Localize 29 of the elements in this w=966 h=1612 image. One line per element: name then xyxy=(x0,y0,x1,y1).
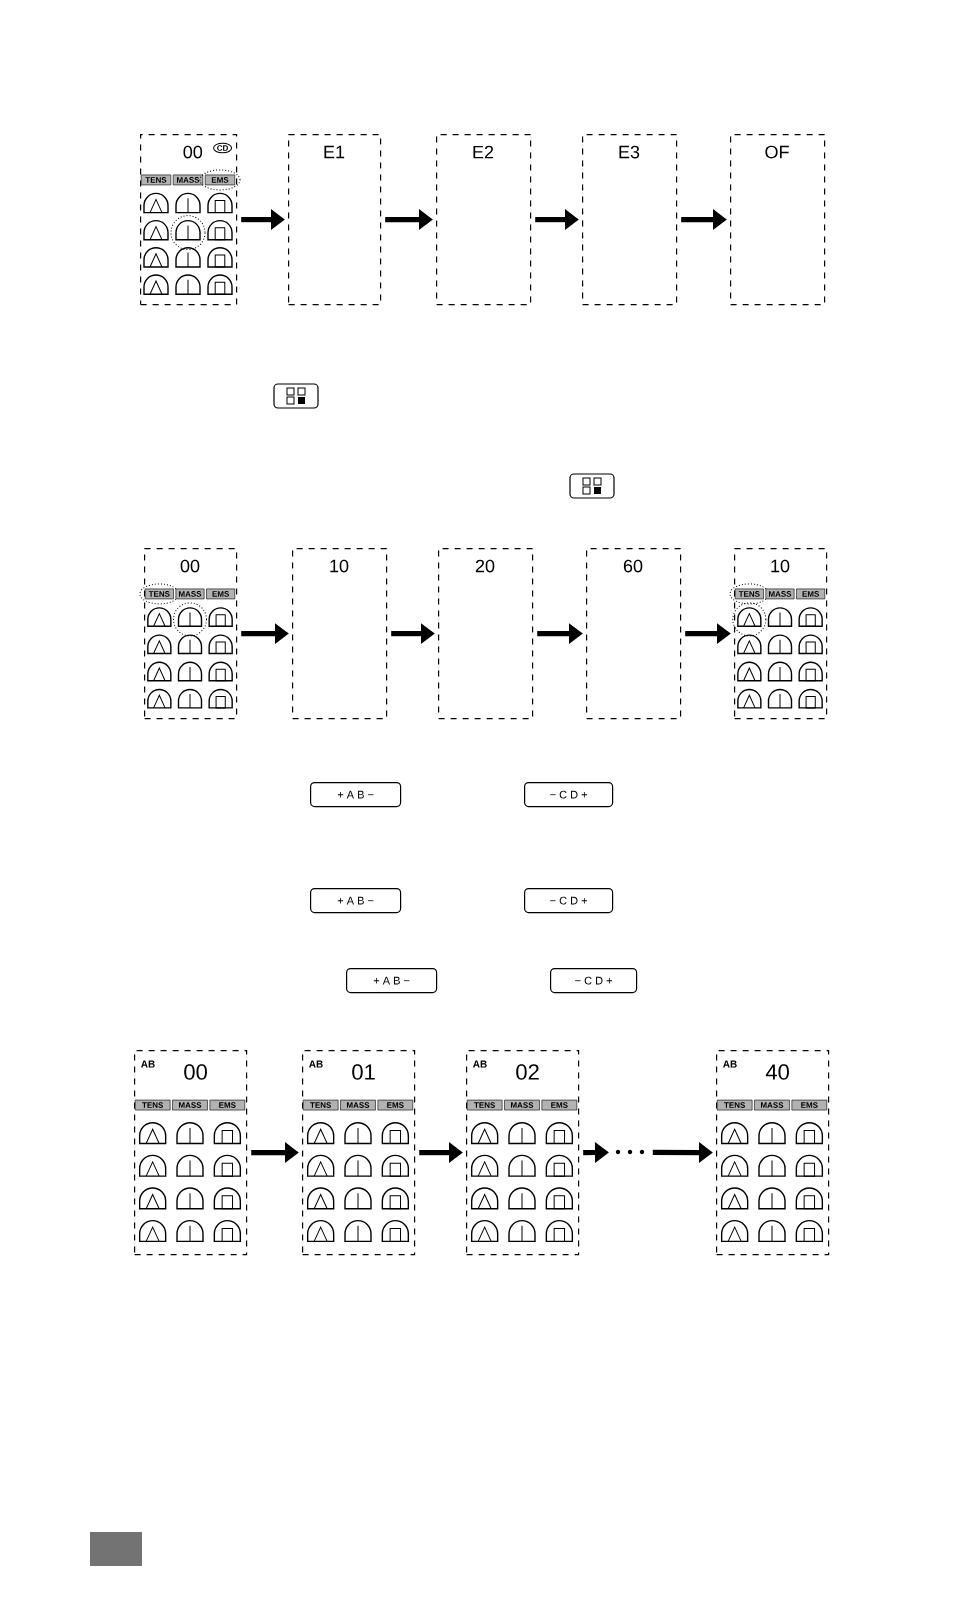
digit-readout: E2 xyxy=(473,145,494,159)
digit-readout: 40 xyxy=(765,1064,789,1080)
digit-readout: 02 xyxy=(516,1064,539,1080)
digit-readout: 20 xyxy=(475,559,495,573)
digit-readout: 00 xyxy=(184,1064,207,1080)
lcd-panel xyxy=(140,134,241,306)
ellipsis-dots xyxy=(615,1149,645,1155)
lcd-panel xyxy=(436,134,532,306)
lcd-panel xyxy=(134,1050,248,1256)
lcd-panel xyxy=(288,134,382,306)
digit-readout: 10 xyxy=(330,559,349,573)
digit-readout: 01 xyxy=(352,1064,375,1080)
digit-readout: OF xyxy=(765,145,789,159)
digit-readout: 00 xyxy=(183,145,203,159)
lcd-panel xyxy=(586,548,682,720)
lcd-panel xyxy=(730,134,826,306)
lcd-panel xyxy=(438,548,534,720)
digit-readout: 10 xyxy=(771,559,790,573)
lcd-panel xyxy=(716,1050,830,1256)
digit-readout: 00 xyxy=(180,559,200,573)
lcd-panel xyxy=(466,1050,580,1256)
lcd-panel xyxy=(292,548,388,720)
lcd-panel xyxy=(302,1050,416,1256)
lcd-panel xyxy=(729,548,828,720)
digit-readout: 60 xyxy=(623,559,643,573)
digit-readout: E1 xyxy=(324,145,345,159)
digit-readout: E3 xyxy=(619,145,640,159)
lcd-panel xyxy=(582,134,678,306)
lcd-panel xyxy=(139,548,238,720)
